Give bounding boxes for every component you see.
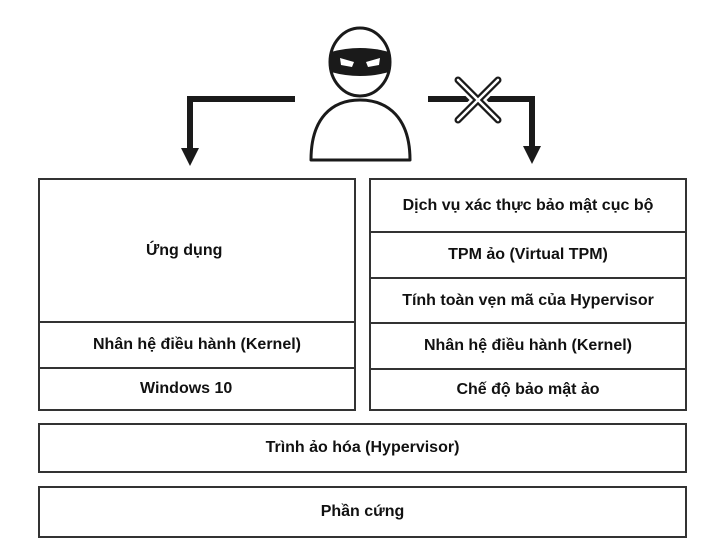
hvci-label: Tính toàn vẹn mã của Hypervisor [402,291,654,309]
hardware-layer: Phần cứng [38,486,687,538]
hypervisor-layer: Trình ảo hóa (Hypervisor) [38,423,687,473]
normal-world-stack: Ứng dụng Nhân hệ điều hành (Kernel) Wind… [38,178,356,411]
hooded-attacker-icon [309,26,412,162]
vsm-label: Chế độ bảo mật ảo [456,380,600,398]
vsm-layer: Chế độ bảo mật ảo [371,368,685,409]
secure-world-stack: Dịch vụ xác thực bảo mật cục bộ TPM ảo (… [369,178,687,411]
windows-layer: Windows 10 [40,367,354,409]
arrow-down-right-icon [428,96,541,164]
local-security-layer: Dịch vụ xác thực bảo mật cục bộ [371,180,685,231]
normal-kernel-label: Nhân hệ điều hành (Kernel) [92,336,301,353]
arrow-down-left-icon [181,96,295,166]
app-layer: Ứng dụng [40,180,354,321]
x-mark-icon [452,74,504,126]
hardware-label: Phần cứng [320,503,405,520]
hypervisor-label: Trình ảo hóa (Hypervisor) [265,439,460,456]
secure-kernel-label: Nhân hệ điều hành (Kernel) [423,337,632,354]
app-layer-label: Ứng dụng [146,241,223,259]
windows-layer-label: Windows 10 [140,380,233,397]
hvci-layer: Tính toàn vẹn mã của Hypervisor [371,277,685,322]
local-security-label: Dịch vụ xác thực bảo mật cục bộ [402,196,654,214]
secure-kernel-layer: Nhân hệ điều hành (Kernel) [371,322,685,368]
vtpm-label: TPM ảo (Virtual TPM) [448,246,608,263]
vtpm-layer: TPM ảo (Virtual TPM) [371,231,685,277]
normal-kernel-layer: Nhân hệ điều hành (Kernel) [40,321,354,367]
